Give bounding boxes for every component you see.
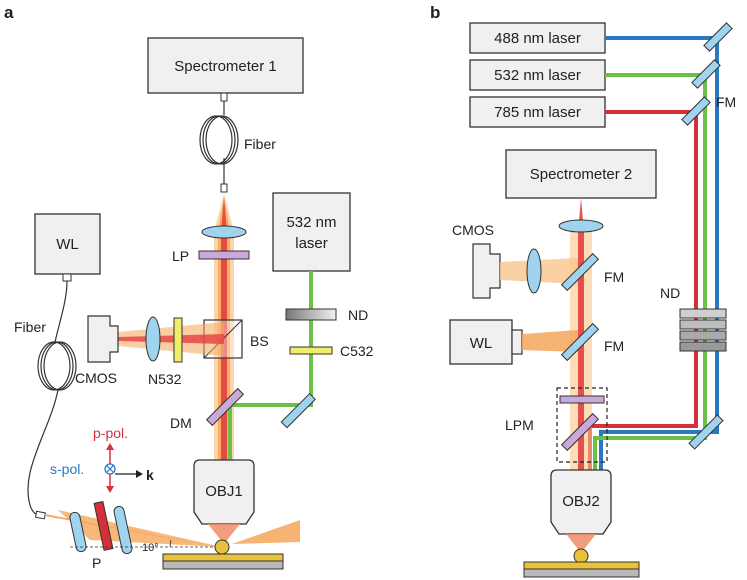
- wl-b-port: [511, 329, 523, 355]
- fiber-top-label: Fiber: [244, 136, 276, 152]
- lpm-label: LPM: [505, 417, 534, 433]
- cmos-lens-a: [145, 316, 161, 362]
- cmos-beam-a-red: [118, 334, 224, 344]
- sample-layer-b: [523, 561, 640, 570]
- wl-fiber-port: [62, 273, 72, 282]
- bs-label: BS: [250, 333, 269, 349]
- s-pol-cross-2: [106, 465, 114, 473]
- spectrometer-2-label: Spectrometer 2: [530, 166, 633, 183]
- reflected-beam: [232, 520, 300, 544]
- k-vector-arrowhead: [136, 470, 143, 478]
- fiber-connector-top: [220, 92, 228, 102]
- green-excitation-beam-a: [228, 271, 313, 500]
- longpass-filter: [198, 250, 250, 260]
- mirror-532: [691, 59, 721, 89]
- wl-b-label: WL: [470, 335, 493, 352]
- fiber-connector-bottom: [220, 183, 228, 193]
- fiber-output-connector: [34, 510, 47, 520]
- fm-mid-label: FM: [604, 269, 624, 285]
- fiber-coil-top: [199, 101, 239, 184]
- angle-arc: [169, 539, 172, 548]
- fiber-coil-left: [27, 280, 77, 517]
- white-light-source-a: [34, 213, 101, 275]
- k-label: k: [146, 467, 154, 483]
- dm-label: DM: [170, 415, 192, 431]
- mirror-lower-right: [688, 414, 724, 450]
- cmos-lens-b: [526, 248, 542, 294]
- cmos-a-label: CMOS: [75, 370, 117, 386]
- polarizer-label: P: [92, 555, 101, 571]
- c532-label: C532: [340, 343, 374, 359]
- laser-488-label: 488 nm laser: [494, 30, 581, 47]
- n532-label: N532: [148, 371, 182, 387]
- blue-beam-488: [599, 36, 719, 470]
- lp-label: LP: [172, 248, 189, 264]
- objective-2: [550, 469, 612, 535]
- cleanup-filter-532: [289, 346, 333, 355]
- focus-cone-b: [566, 534, 596, 553]
- lpm-mirror: [560, 412, 600, 452]
- laser-532-b-label: 532 nm laser: [494, 67, 581, 84]
- dichroic-mirror: [205, 387, 245, 427]
- flip-mirror-cmos: [560, 252, 600, 292]
- fiber-left-label: Fiber: [14, 319, 46, 335]
- spectrometer-1-box: [147, 37, 304, 94]
- laser-785-box: [469, 96, 606, 128]
- sample-particle-a: [214, 539, 230, 555]
- tube-lens-a: [201, 225, 247, 239]
- cmos-camera-a: [87, 315, 119, 363]
- substrate-b: [523, 568, 640, 578]
- p-pol-arrowhead-down: [106, 486, 114, 493]
- sample-particle-b: [573, 548, 589, 564]
- p-pol-arrowhead-up: [106, 443, 114, 450]
- laser-785-label: 785 nm laser: [494, 104, 581, 121]
- panel-a: a Spectrometer 1 Fiber LP BS: [4, 3, 374, 571]
- panel-a-letter: a: [4, 3, 14, 22]
- wl-a-label: WL: [56, 236, 79, 253]
- notch-filter-532: [173, 317, 183, 363]
- nd-a-label: ND: [348, 307, 368, 323]
- obj1-label: OBJ1: [205, 483, 243, 500]
- illumination-lens-1: [69, 511, 87, 553]
- angle-label: 10°: [142, 542, 159, 554]
- s-pol-label: s-pol.: [50, 461, 84, 477]
- flip-mirror-wl: [560, 322, 600, 362]
- tube-lens-b: [558, 219, 604, 233]
- cmos-b-label: CMOS: [452, 222, 494, 238]
- spectrometer-1-label: Spectrometer 1: [174, 58, 277, 75]
- fm-top-label: FM: [716, 94, 736, 110]
- laser-532-box: [272, 192, 351, 272]
- objective-1: [193, 459, 255, 525]
- nd-filter-a: [285, 308, 337, 321]
- panel-b: b 488 nm laser 532 nm laser 785 nm laser…: [430, 3, 736, 578]
- p-pol-label: p-pol.: [93, 425, 128, 441]
- polarizer: [93, 500, 114, 551]
- cmos-camera-b: [472, 243, 501, 299]
- lpm-dashed-box: [556, 387, 608, 463]
- obj2-label: OBJ2: [562, 493, 600, 510]
- laser-532-line2: laser: [295, 235, 328, 252]
- flip-mirror-785: [681, 96, 711, 126]
- nd-b-label: ND: [660, 285, 680, 301]
- white-light-source-b: [449, 319, 513, 365]
- wl-beam-b: [522, 330, 578, 352]
- sample-layer-a: [162, 553, 284, 562]
- fm-low-label: FM: [604, 338, 624, 354]
- laser-488-box: [469, 22, 606, 54]
- laser-532-b-box: [469, 59, 606, 91]
- illumination-lens-2: [113, 505, 133, 555]
- nd-filter-stack: [679, 308, 727, 352]
- focus-cone-a: [208, 524, 240, 544]
- panel-b-letter: b: [430, 3, 440, 22]
- mirror-488: [703, 22, 733, 52]
- laser-532-line1: 532 nm: [286, 214, 336, 231]
- substrate-a: [162, 560, 284, 570]
- spectrometer-2-box: [505, 149, 657, 199]
- lpm-filter: [559, 395, 605, 404]
- steering-mirror-a: [280, 392, 316, 429]
